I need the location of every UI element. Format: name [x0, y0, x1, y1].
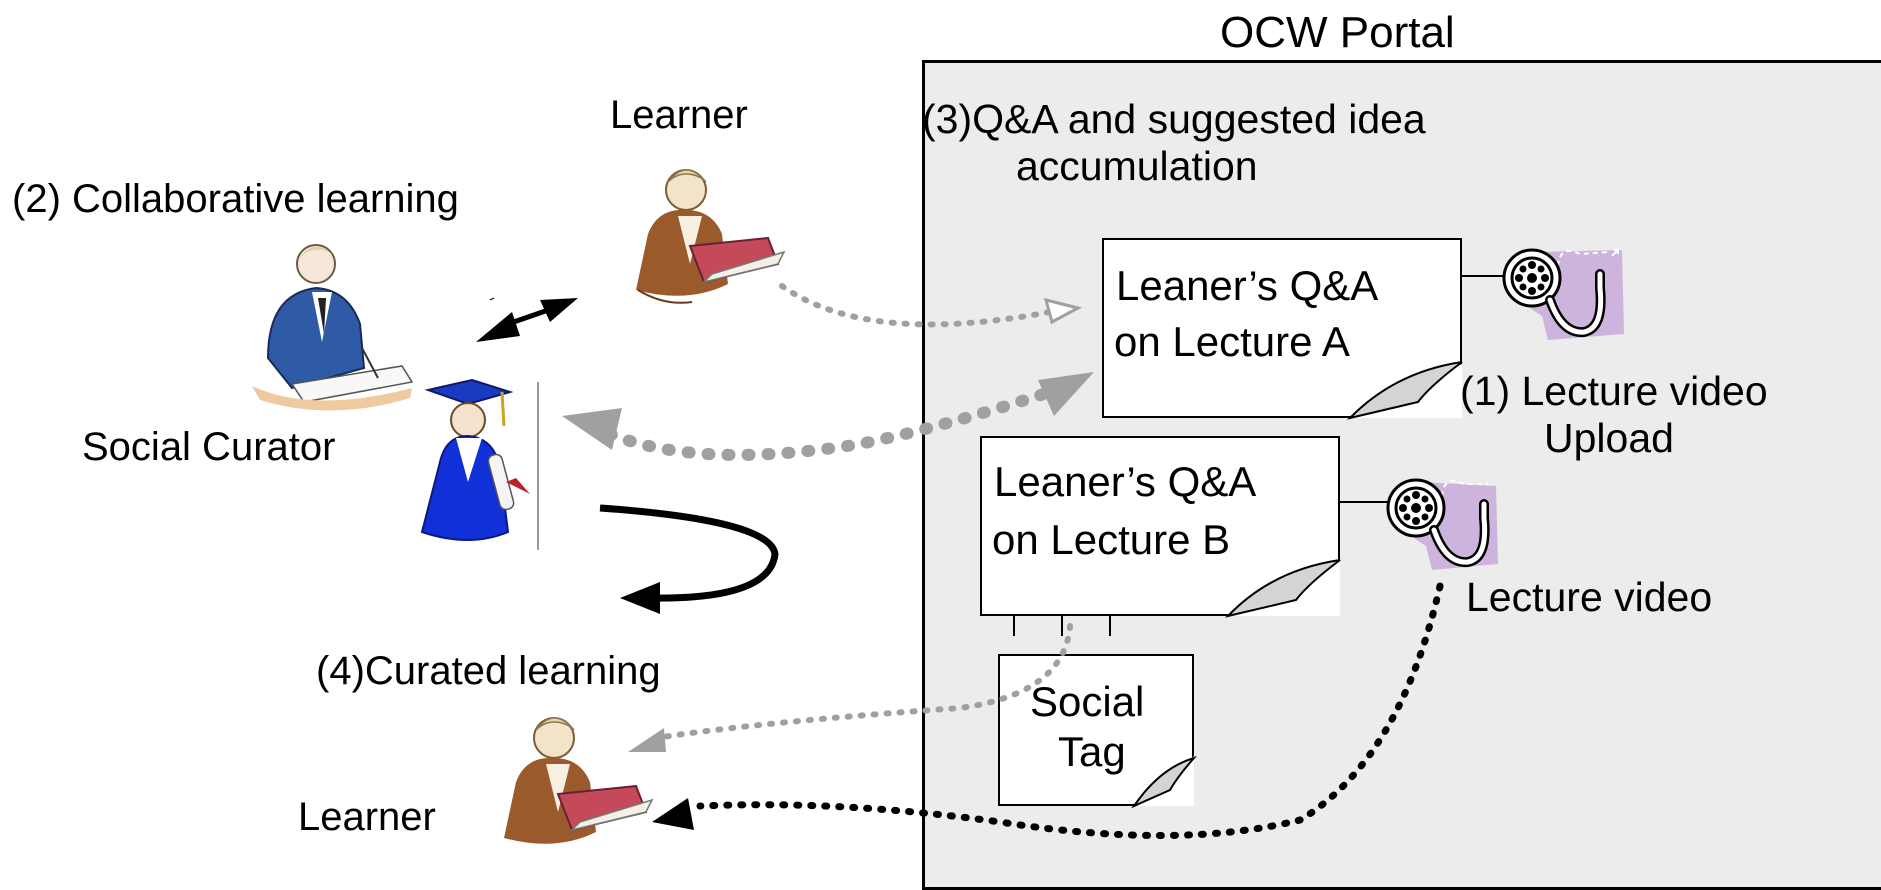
social-tag-line1: Social: [1030, 678, 1145, 725]
note-b-dogear: [1224, 559, 1341, 618]
social-curator-label: Social Curator: [82, 425, 336, 469]
qa-note-b-line1: Leaner’s Q&A: [994, 458, 1257, 505]
diagram-graphics: [252, 169, 1624, 844]
cycle-arrow: [599, 504, 779, 614]
qa-note-a-line1: Leaner’s Q&A: [1116, 262, 1379, 309]
social-tag-dogear: [1131, 756, 1198, 809]
learner-top-label: Learner: [610, 93, 748, 137]
qa-accumulation-label: (3)Q&A and suggested idea accumulation: [922, 96, 1426, 190]
curator-note-a-arrow: [562, 372, 1094, 461]
learner-icon: [504, 717, 654, 844]
lecture-video-label: Lecture video: [1466, 574, 1713, 620]
social-tag-line2: Tag: [1058, 728, 1126, 775]
learner-to-note-a-arrow: [779, 283, 1083, 328]
note-b-tabs: [1013, 616, 1111, 636]
lecture-video-upload-label: (1) Lecture video Upload: [1460, 368, 1768, 462]
film-reel-icon: [1386, 478, 1498, 570]
film-reel-icon: [1502, 248, 1624, 340]
note-b-to-learner-arrow: [628, 623, 1073, 752]
video-to-learner-arrow: [652, 582, 1444, 839]
learner-icon: [636, 169, 786, 304]
qa-note-a-line2: on Lecture A: [1114, 318, 1350, 365]
learner-bottom-label: Learner: [298, 795, 436, 839]
note-a-dogear: [1346, 361, 1463, 420]
qa-note-b-line2: on Lecture B: [992, 516, 1231, 563]
collaborative-learning-label: (2) Collaborative learning: [12, 177, 459, 221]
curator-icon: [252, 244, 414, 411]
graduate-icon: [420, 378, 530, 541]
collaboration-arrow: [476, 297, 578, 342]
portal-title: OCW Portal: [1220, 8, 1455, 57]
curated-learning-label: (4)Curated learning: [316, 649, 661, 693]
